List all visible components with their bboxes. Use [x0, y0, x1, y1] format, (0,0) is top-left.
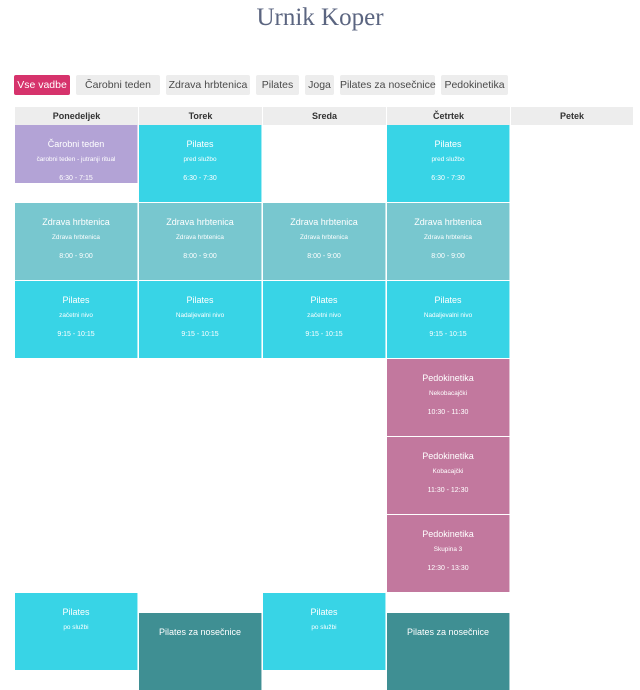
event-subtitle: Zdrava hrbtenica [52, 234, 100, 241]
filter-vse-vadbe[interactable]: Vse vadbe [14, 75, 70, 95]
event-subtitle: začetni nivo [59, 312, 93, 319]
event-time: 6:30 - 7:15 [59, 175, 93, 182]
event-title: Pedokinetika [422, 451, 474, 461]
event-title: Pilates [310, 295, 338, 305]
event-title: Zdrava hrbtenica [290, 217, 358, 227]
event-čarobni-teden[interactable]: Čarobni teden čarobni teden - jutranji ri… [15, 125, 138, 183]
event-subtitle: Kobacajčki [432, 468, 464, 475]
event-pilates-za-nosečnice[interactable]: Pilates za nosečnice [387, 613, 510, 690]
event-subtitle: Nadaljevalni nivo [423, 312, 473, 319]
event-subtitle: Zdrava hrbtenica [176, 234, 224, 241]
event-time: 9:15 - 10:15 [57, 331, 95, 338]
event-title: Pilates [310, 607, 338, 617]
event-title: Pilates [62, 607, 90, 617]
event-title: Pedokinetika [422, 529, 474, 539]
event-title: Zdrava hrbtenica [166, 217, 234, 227]
event-title: Pilates za nosečnice [406, 627, 490, 637]
filter-zdrava-hrbtenica[interactable]: Zdrava hrbtenica [166, 75, 250, 95]
event-subtitle: Zdrava hrbtenica [300, 234, 348, 241]
event-title: Pilates [434, 139, 462, 149]
event-pilates[interactable]: Pilates po službi [263, 593, 386, 670]
day-header-ponedeljek: Ponedeljek [15, 107, 138, 125]
event-time: 8:00 - 9:00 [59, 253, 93, 260]
event-time: 10:30 - 11:30 [427, 409, 469, 416]
event-subtitle: po službi [311, 624, 337, 631]
event-time: 11:30 - 12:30 [427, 487, 469, 494]
event-subtitle: Nekobacajčki [428, 390, 467, 397]
event-subtitle: pred službo [431, 156, 465, 163]
event-title: Zdrava hrbtenica [42, 217, 110, 227]
day-header-četrtek: Četrtek [387, 107, 510, 125]
event-title: Čarobni teden [47, 139, 105, 149]
event-time: 6:30 - 7:30 [183, 175, 217, 182]
event-title: Pilates [62, 295, 90, 305]
filter-pilates[interactable]: Pilates [256, 75, 299, 95]
event-title: Pilates [186, 295, 214, 305]
day-header-petek: Petek [511, 107, 633, 125]
event-subtitle: Skupina 3 [433, 546, 463, 553]
event-title: Pilates [434, 295, 462, 305]
filter-pedokinetika[interactable]: Pedokinetika [441, 75, 508, 95]
filter-pilates-za-nosečnice[interactable]: Pilates za nosečnice [340, 75, 436, 95]
event-time: 9:15 - 10:15 [305, 331, 343, 338]
event-time: 6:30 - 7:30 [431, 175, 465, 182]
event-time: 8:00 - 9:00 [431, 253, 465, 260]
event-subtitle: čarobni teden - jutranji ritual [36, 156, 116, 163]
event-title: Pilates [186, 139, 214, 149]
event-title: Pilates za nosečnice [158, 627, 242, 637]
event-pilates-za-nosečnice[interactable]: Pilates za nosečnice [139, 613, 262, 690]
event-time: 9:15 - 10:15 [181, 331, 219, 338]
event-subtitle: začetni nivo [307, 312, 341, 319]
event-time: 9:15 - 10:15 [429, 331, 467, 338]
event-pilates[interactable]: Pilates pred službo 6:30 - 7:30 [387, 125, 510, 202]
day-header-torek: Torek [139, 107, 262, 125]
event-pilates[interactable]: Pilates začetni nivo 9:15 - 10:15 [15, 281, 138, 358]
event-pilates[interactable]: Pilates pred službo 6:30 - 7:30 [139, 125, 262, 202]
page-title: Urnik Koper [256, 4, 384, 31]
event-time: 8:00 - 9:00 [307, 253, 341, 260]
event-subtitle: Nadaljevalni nivo [175, 312, 225, 319]
event-subtitle: Zdrava hrbtenica [424, 234, 472, 241]
event-title: Pedokinetika [422, 373, 474, 383]
event-subtitle: pred službo [183, 156, 217, 163]
event-time: 12:30 - 13:30 [427, 565, 469, 572]
day-header-sreda: Sreda [263, 107, 386, 125]
event-pilates[interactable]: Pilates začetni nivo 9:15 - 10:15 [263, 281, 386, 358]
filter-čarobni-teden[interactable]: Čarobni teden [76, 75, 160, 95]
event-title: Zdrava hrbtenica [414, 217, 482, 227]
event-time: 8:00 - 9:00 [183, 253, 217, 260]
event-subtitle: po službi [63, 624, 89, 631]
filter-joga[interactable]: Joga [305, 75, 334, 95]
event-pilates[interactable]: Pilates po službi [15, 593, 138, 670]
